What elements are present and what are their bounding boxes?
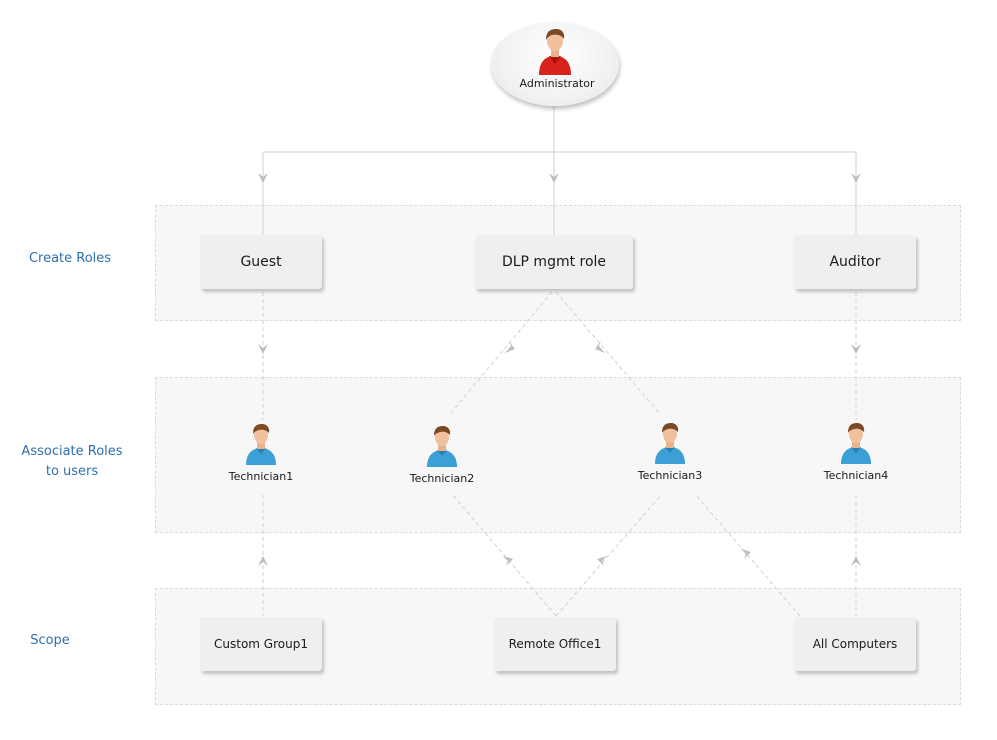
- associate-roles-label: Associate Roles to users: [21, 444, 123, 479]
- role-guest[interactable]: Guest: [200, 235, 322, 289]
- arrow-down-tech4: [851, 344, 861, 354]
- arrow-up-all-tech4: [851, 556, 861, 566]
- arrow-tech3: [595, 341, 605, 353]
- technician4-label: Technician4: [823, 469, 889, 482]
- user-technician4[interactable]: Technician4: [806, 421, 906, 482]
- connector-dlp-tech3: [555, 291, 661, 415]
- technician3-label: Technician3: [637, 469, 703, 482]
- arrow-tech2: [505, 341, 515, 353]
- user-technician3[interactable]: Technician3: [620, 421, 720, 482]
- scope-custom-group1-label: Custom Group1: [214, 637, 308, 651]
- role-guest-label: Guest: [240, 254, 282, 270]
- administrator-label: Administrator: [519, 77, 595, 90]
- role-auditor-label: Auditor: [829, 254, 881, 270]
- scope-all-computers[interactable]: All Computers: [794, 617, 916, 671]
- technician1-label: Technician1: [228, 470, 294, 483]
- role-dlp-mgmt[interactable]: DLP mgmt role: [475, 235, 633, 289]
- create-roles-label: Create Roles: [28, 251, 112, 266]
- arrow-down-tech1: [258, 344, 268, 354]
- blue-user-icon: [246, 424, 276, 465]
- blue-user-icon: [427, 426, 457, 467]
- scope-remote-office1-label: Remote Office1: [508, 637, 602, 651]
- scope-remote-office1[interactable]: Remote Office1: [494, 617, 616, 671]
- arrow-up-remote-tech3: [597, 556, 607, 566]
- scope-custom-group1[interactable]: Custom Group1: [200, 617, 322, 671]
- scope-label: Scope: [30, 633, 70, 648]
- arrow-down-auditor: [851, 173, 861, 183]
- arrow-down-guest: [258, 173, 268, 183]
- connector-remote-tech2: [451, 493, 557, 617]
- user-technician1[interactable]: Technician1: [211, 422, 311, 483]
- arrow-up-group1: [258, 556, 268, 566]
- connector-dlp-tech2: [449, 291, 553, 415]
- blue-user-icon: [655, 423, 685, 464]
- red-user-icon: [539, 29, 571, 75]
- technician2-label: Technician2: [409, 472, 475, 485]
- arrow-up-remote-tech2: [503, 556, 513, 566]
- scope-all-computers-label: All Computers: [812, 637, 898, 651]
- blue-user-icon: [841, 423, 871, 464]
- arrow-down-dlp: [549, 173, 559, 183]
- role-dlp-mgmt-label: DLP mgmt role: [501, 254, 607, 270]
- associate-roles-band: [155, 377, 961, 533]
- arrow-up-all-tech3: [741, 549, 751, 559]
- user-technician2[interactable]: Technician2: [392, 424, 492, 485]
- connector-remote-tech3: [555, 493, 663, 617]
- role-auditor[interactable]: Auditor: [794, 235, 916, 289]
